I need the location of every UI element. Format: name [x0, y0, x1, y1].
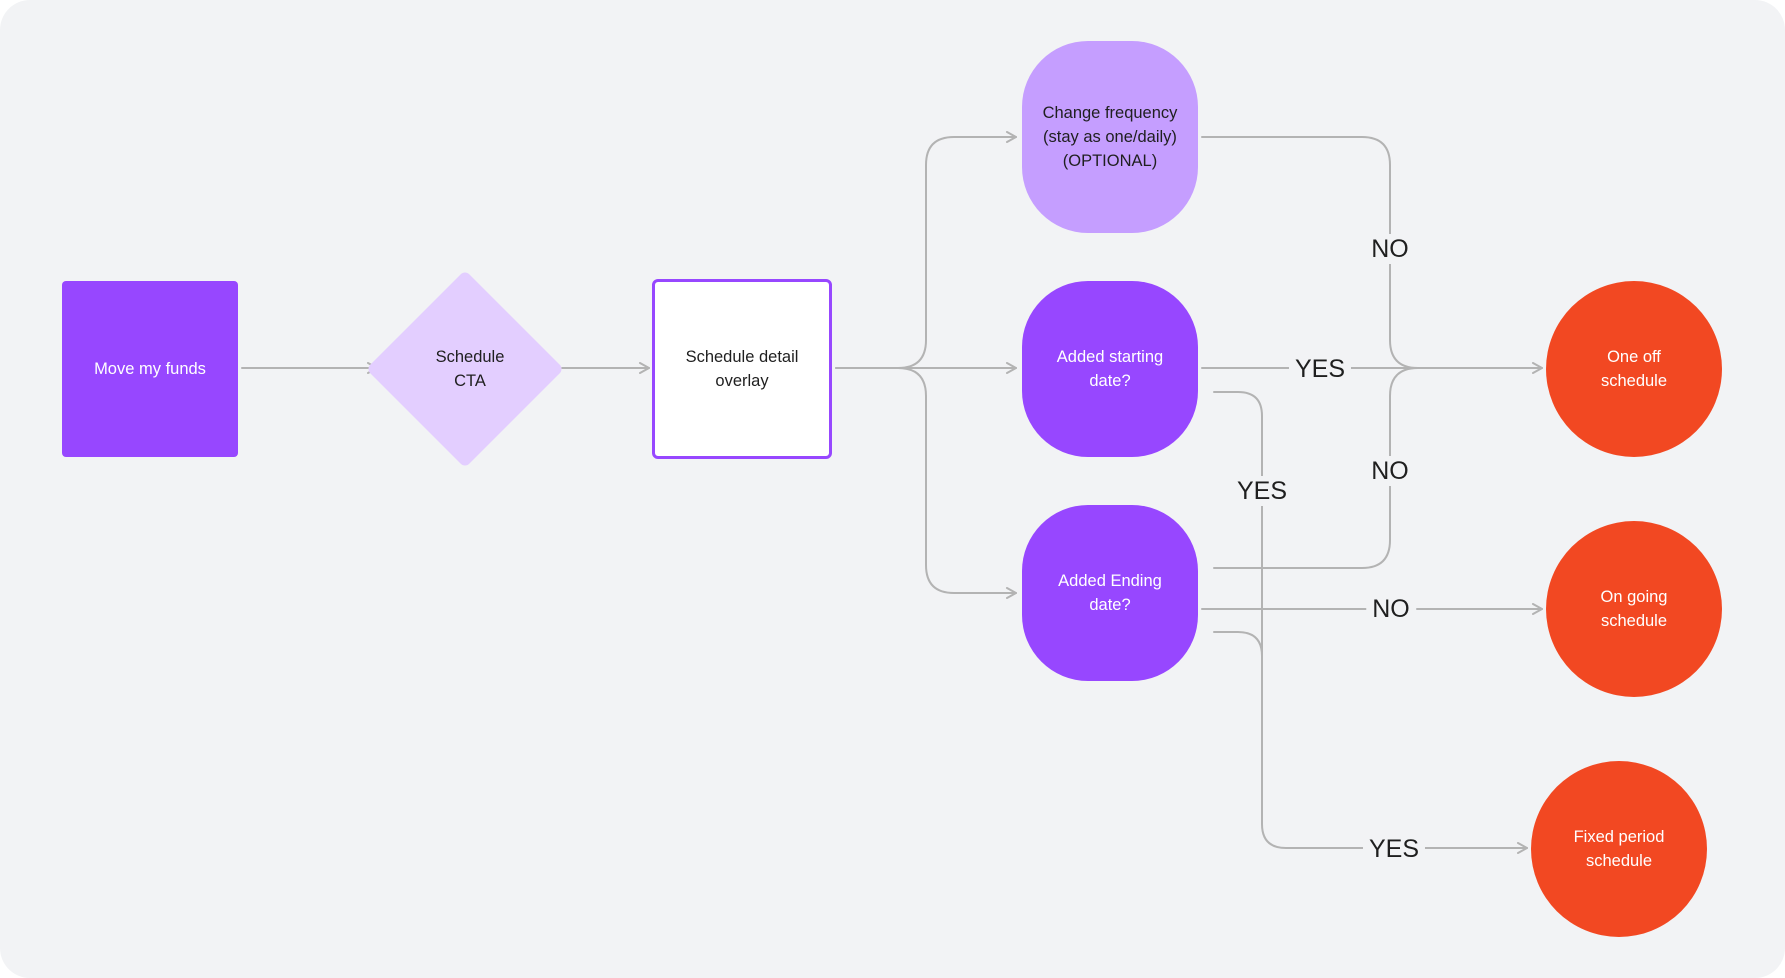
edge-label-frequency-no: NO	[1365, 234, 1415, 264]
edge-label-fixed-yes: YES	[1362, 834, 1426, 864]
move-funds-label: Move my funds	[94, 360, 206, 378]
fixed-period-schedule-label: Fixed period schedule	[1573, 828, 1665, 870]
connector-end-yes-fixed	[1213, 631, 1263, 657]
added-starting-date-node[interactable]: Added starting date?	[1022, 281, 1198, 457]
schedule-overlay-node[interactable]: Schedule detail overlay	[652, 279, 832, 459]
connector-overlay-to-end	[897, 367, 1017, 599]
on-going-schedule-node[interactable]: On going schedule	[1546, 521, 1722, 697]
schedule-cta-node: Schedule CTA	[382, 299, 558, 439]
added-ending-date-node[interactable]: Added Ending date?	[1022, 505, 1198, 681]
added-ending-date-label: Added Ending date?	[1058, 572, 1162, 614]
connector-frequency-no-oneoff	[1201, 136, 1419, 369]
connector-start-yes-fixed	[1213, 391, 1528, 854]
schedule-cta-label: Schedule CTA	[435, 348, 505, 390]
schedule-overlay-label: Schedule detail overlay	[685, 348, 799, 390]
edge-label-end-no-ongoing: NO	[1366, 594, 1416, 624]
one-off-schedule-label: One off schedule	[1600, 348, 1668, 390]
edge-label-start-yes-fixed: YES	[1230, 476, 1294, 506]
added-starting-date-label: Added starting date?	[1056, 348, 1164, 390]
connector-end-no-oneoff	[1213, 367, 1419, 569]
one-off-schedule-node[interactable]: One off schedule	[1546, 281, 1722, 457]
edge-label-end-no-oneoff: NO	[1365, 456, 1415, 486]
move-funds-node[interactable]: Move my funds	[62, 281, 238, 457]
edge-label-start-yes-oneoff: YES	[1288, 354, 1352, 384]
on-going-schedule-label: On going schedule	[1600, 588, 1668, 630]
change-frequency-label: Change frequency (stay as one/daily) (OP…	[1042, 104, 1178, 170]
change-frequency-node[interactable]: Change frequency (stay as one/daily) (OP…	[1022, 41, 1198, 233]
fixed-period-schedule-node[interactable]: Fixed period schedule	[1531, 761, 1707, 937]
connector-overlay-to-frequency	[835, 131, 1017, 369]
